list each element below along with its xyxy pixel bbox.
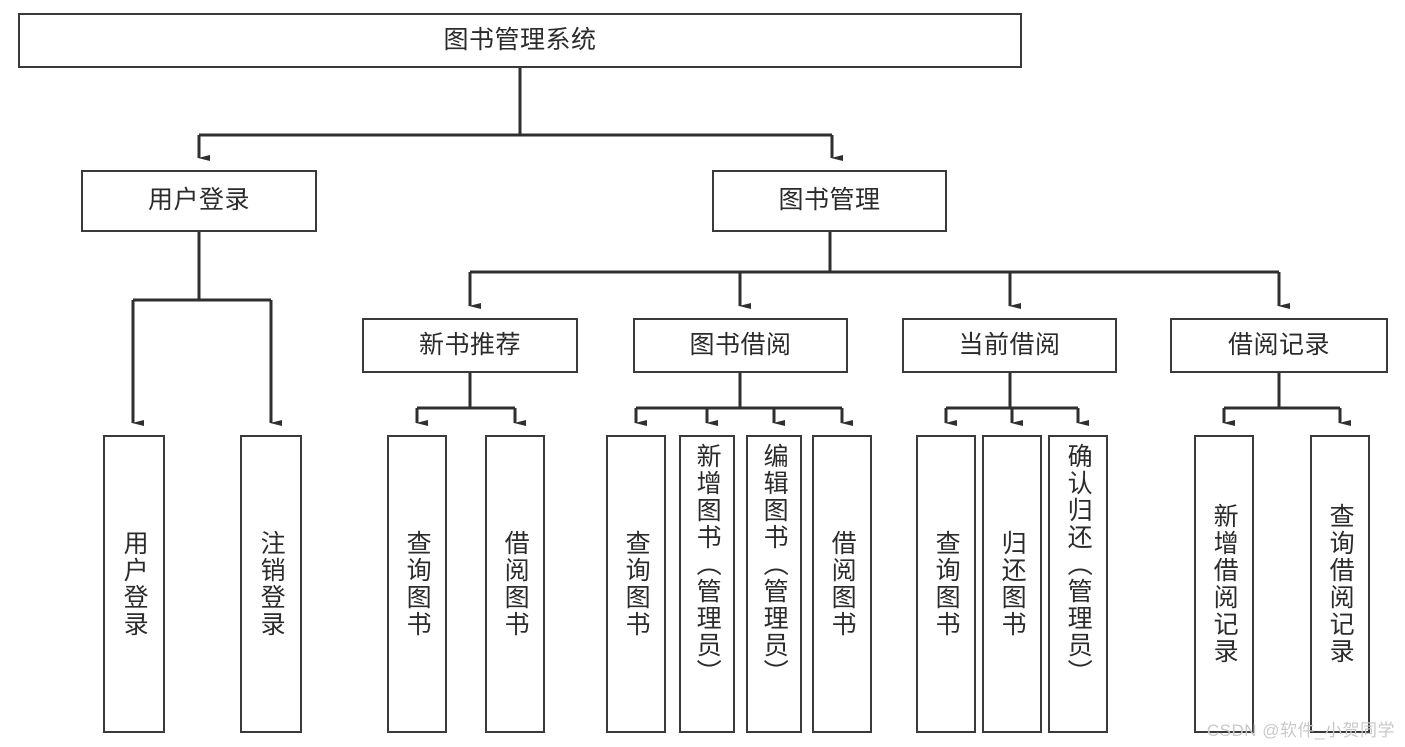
csdn-watermark: CSDN @软件_小贺同学 [1206, 721, 1395, 740]
leaf-book-borrow-query-book-label: 查询图书 [622, 530, 651, 638]
node-current-borrow-label: 当前借阅 [958, 330, 1061, 359]
leaf-user-login-login[interactable]: 用户登录 [103, 435, 165, 733]
leaf-current-borrow-confirm-return[interactable]: 确认归还（管理员） [1048, 435, 1108, 733]
leaf-book-borrow-edit-book[interactable]: 编辑图书（管理员） [746, 435, 802, 733]
leaf-borrow-record-query-record[interactable]: 查询借阅记录 [1310, 435, 1370, 733]
leaf-new-book-query-book-label: 查询图书 [403, 530, 432, 638]
leaf-current-borrow-query-book[interactable]: 查询图书 [916, 435, 976, 733]
node-root-system-label: 图书管理系统 [443, 25, 597, 54]
leaf-current-borrow-return-book-label: 归还图书 [998, 530, 1027, 638]
node-book-borrow[interactable]: 图书借阅 [633, 318, 848, 373]
leaf-current-borrow-confirm-return-label: 确认归还（管理员） [1064, 443, 1093, 686]
leaf-current-borrow-query-book-label: 查询图书 [932, 530, 961, 638]
node-user-login-label: 用户登录 [147, 186, 250, 215]
leaf-book-borrow-add-book[interactable]: 新增图书（管理员） [679, 435, 735, 733]
node-borrow-record[interactable]: 借阅记录 [1170, 318, 1388, 373]
node-borrow-record-label: 借阅记录 [1227, 330, 1330, 359]
leaf-new-book-query-book[interactable]: 查询图书 [387, 435, 447, 733]
leaf-borrow-record-add-record-label: 新增借阅记录 [1210, 503, 1239, 665]
leaf-user-login-logout[interactable]: 注销登录 [240, 435, 302, 733]
node-new-book-recommend[interactable]: 新书推荐 [362, 318, 578, 373]
leaf-user-login-login-label: 用户登录 [120, 530, 149, 638]
node-root-system[interactable]: 图书管理系统 [18, 13, 1022, 68]
node-current-borrow[interactable]: 当前借阅 [902, 318, 1117, 373]
leaf-book-borrow-query-book[interactable]: 查询图书 [606, 435, 666, 733]
node-book-borrow-label: 图书借阅 [689, 330, 792, 359]
leaf-book-borrow-borrow-book[interactable]: 借阅图书 [812, 435, 872, 733]
leaf-new-book-borrow-book[interactable]: 借阅图书 [485, 435, 545, 733]
leaf-book-borrow-edit-book-label: 编辑图书（管理员） [760, 443, 789, 686]
node-book-management[interactable]: 图书管理 [712, 170, 947, 232]
leaf-borrow-record-query-record-label: 查询借阅记录 [1326, 503, 1355, 665]
leaf-current-borrow-return-book[interactable]: 归还图书 [982, 435, 1042, 733]
leaf-book-borrow-borrow-book-label: 借阅图书 [828, 530, 857, 638]
node-book-management-label: 图书管理 [778, 186, 881, 215]
leaf-book-borrow-add-book-label: 新增图书（管理员） [693, 443, 722, 686]
node-new-book-recommend-label: 新书推荐 [418, 330, 521, 359]
node-user-login[interactable]: 用户登录 [81, 170, 317, 232]
leaf-user-login-logout-label: 注销登录 [257, 530, 286, 638]
leaf-borrow-record-add-record[interactable]: 新增借阅记录 [1194, 435, 1254, 733]
leaf-new-book-borrow-book-label: 借阅图书 [501, 530, 530, 638]
